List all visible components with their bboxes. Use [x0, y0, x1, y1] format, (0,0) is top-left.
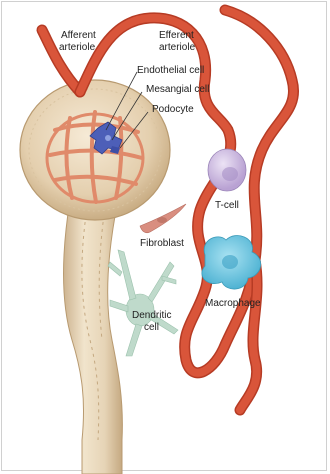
fibroblast [140, 204, 186, 233]
podocyte-label: Podocyte [152, 104, 194, 115]
renal-tubule [64, 200, 123, 474]
t-cell [208, 149, 246, 191]
endothelial-cell-label: Endothelial cell [137, 65, 204, 76]
afferent-label-line1: Afferent [61, 30, 96, 41]
dendritic-label-line1: Dendritic [132, 310, 171, 321]
dendritic-cell [108, 250, 178, 356]
efferent-label-line2: arteriole [159, 42, 196, 53]
mesangial-cell-label: Mesangial cell [146, 84, 209, 95]
efferent-label-line1: Efferent [159, 30, 194, 41]
macrophage-label: Macrophage [205, 298, 261, 309]
dendritic-label-line2: cell [144, 322, 159, 333]
afferent-label-line2: arteriole [59, 42, 96, 53]
t-cell-label: T-cell [215, 200, 239, 211]
fibroblast-label: Fibroblast [140, 238, 184, 249]
